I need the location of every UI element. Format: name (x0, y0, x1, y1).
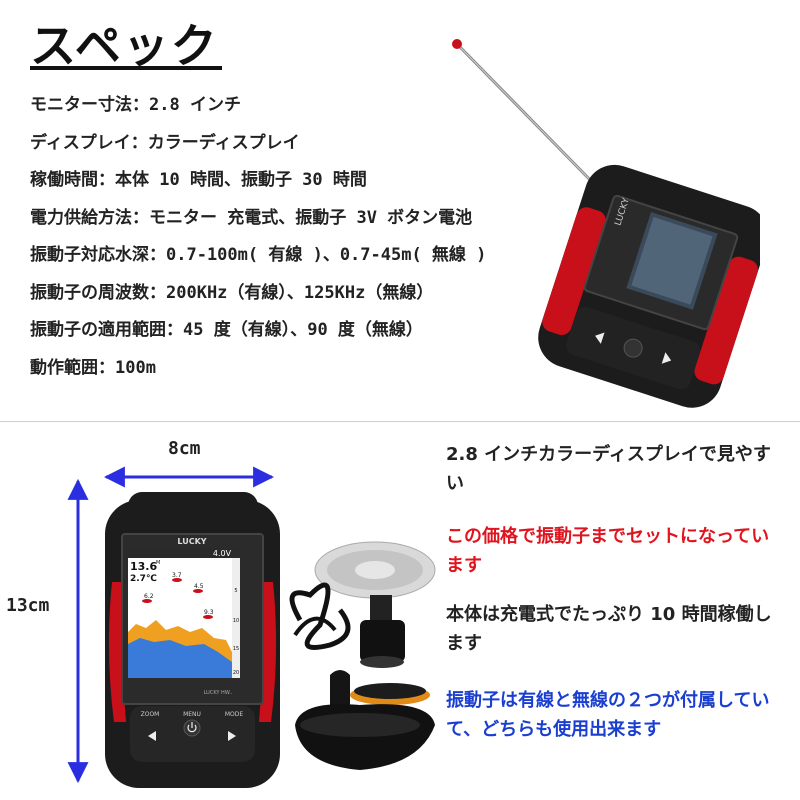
spec-item: 動作範囲：100m (30, 357, 156, 378)
spec-item: 振動子対応水深：0.7-100m( 有線 )、0.7-45m( 無線 ) (30, 245, 487, 265)
feature-text: 本体は充電式でたっぷり 10 時間稼働します (446, 604, 772, 654)
fish-label: 3.7 (172, 572, 182, 579)
depth-scale-tick: 5 (234, 588, 237, 594)
fish-finder-top-image: LUCKY (452, 39, 760, 408)
spec-item: 電力供給方法：モニター 充電式、振動子 3V ボタン電池 (30, 207, 473, 228)
height-dimension-label: 13cm (6, 595, 50, 616)
fish-label: 6.2 (144, 593, 154, 600)
feature-display: 2.8 インチカラーディスプレイで見やすい (446, 440, 786, 498)
fish-label: 9.3 (204, 609, 214, 616)
feature-text: 2.8 インチカラーディスプレイで見やすい (446, 444, 771, 494)
title-underline (30, 66, 222, 70)
depth-scale-tick: 15 (233, 646, 239, 652)
mode-button-label: MODE (225, 711, 244, 718)
battery-readout: 4.0V (213, 549, 232, 558)
feature-transducers: 振動子は有線と無線の２つが付属していて、どちらも使用出来ます (446, 686, 786, 744)
width-dimension-label: 8cm (168, 438, 201, 459)
menu-button-label: MENU (183, 711, 201, 718)
spec-item: モニター寸法：2.8 インチ (30, 95, 241, 115)
depth-scale-tick: 20 (233, 670, 239, 676)
spec-item: 稼働時間：本体 10 時間、振動子 30 時間 (30, 170, 367, 190)
feature-text: この価格で振動子までセットになっています (446, 526, 770, 576)
spec-item: 振動子の周波数：200KHz（有線）、125KHz（無線） (30, 282, 434, 303)
spec-list: モニター寸法：2.8 インチ ディスプレイ：カラーディスプレイ 稼働時間：本体 … (30, 92, 486, 392)
fish-finder-front-image: LUCKY 4.0V 13.6 M 2.7℃ 3.7 4.5 6.2 9.3 5… (105, 492, 280, 788)
spec-item: 振動子の適用範囲：45 度（有線）、90 度（無線） (30, 320, 423, 340)
feature-text: 振動子は有線と無線の２つが付属していて、どちらも使用出来ます (446, 690, 770, 740)
fish-label: 4.5 (194, 583, 204, 590)
temperature-readout: 2.7℃ (130, 574, 157, 584)
feature-price: この価格で振動子までセットになっています (446, 522, 786, 580)
spec-item: ディスプレイ：カラーディスプレイ (30, 132, 300, 153)
section-divider (0, 421, 800, 422)
depth-unit: M (156, 560, 160, 566)
right-arrow-icon (228, 731, 236, 741)
power-icon (187, 724, 197, 733)
fish-icon (142, 578, 213, 619)
device-brand: LUCKY (177, 537, 206, 546)
depth-scale-tick: 10 (233, 618, 239, 624)
left-arrow-icon (148, 731, 156, 741)
device-model: LUCKY HW.. (204, 690, 233, 696)
transducer-images (289, 541, 436, 770)
page-title: スペック (30, 19, 219, 73)
feature-battery: 本体は充電式でたっぷり 10 時間稼働します (446, 600, 786, 658)
zoom-button-label: ZOOM (141, 711, 160, 718)
dimension-arrows (67, 466, 275, 784)
depth-readout: 13.6 (130, 560, 157, 573)
